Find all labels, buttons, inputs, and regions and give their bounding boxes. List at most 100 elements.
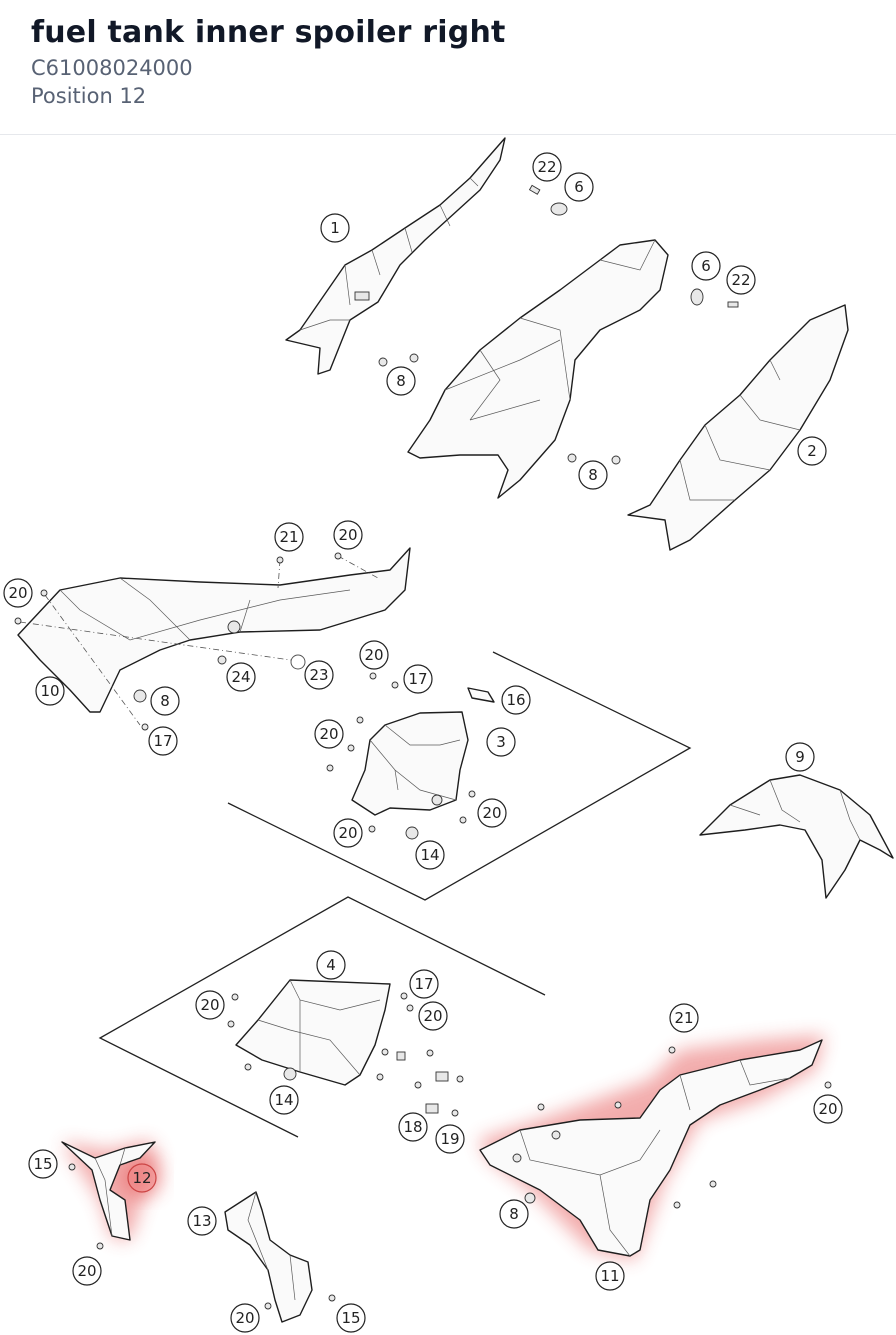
callout-23[interactable]: 23 bbox=[304, 660, 334, 690]
part-4-inner-panel[interactable] bbox=[235, 979, 391, 1086]
svg-text:20: 20 bbox=[338, 526, 357, 544]
svg-text:20: 20 bbox=[77, 1262, 96, 1280]
callout-16[interactable]: 16 bbox=[501, 685, 531, 715]
svg-text:19: 19 bbox=[440, 1130, 459, 1148]
svg-text:17: 17 bbox=[153, 732, 172, 750]
callout-20[interactable]: 20 bbox=[314, 719, 344, 749]
callout-9[interactable]: 9 bbox=[785, 742, 815, 772]
callout-17[interactable]: 17 bbox=[403, 664, 433, 694]
callout-20[interactable]: 20 bbox=[418, 1001, 448, 1031]
small-fasteners-cluster[interactable] bbox=[376, 1048, 464, 1117]
svg-text:16: 16 bbox=[506, 691, 525, 709]
callout-20[interactable]: 20 bbox=[72, 1256, 102, 1286]
svg-text:21: 21 bbox=[279, 528, 298, 546]
callout-20[interactable]: 20 bbox=[813, 1094, 843, 1124]
callout-14[interactable]: 14 bbox=[269, 1085, 299, 1115]
part-13-bracket[interactable] bbox=[224, 1191, 336, 1323]
part-3-inner-cover[interactable] bbox=[351, 687, 495, 840]
part-12-fuel-tank-inner-spoiler-right[interactable] bbox=[61, 1141, 156, 1250]
callout-3[interactable]: 3 bbox=[486, 727, 516, 757]
callout-14[interactable]: 14 bbox=[415, 840, 445, 870]
part-number: C61008024000 bbox=[31, 56, 193, 80]
svg-text:2: 2 bbox=[807, 442, 817, 460]
callout-12-highlighted[interactable]: 12 bbox=[127, 1163, 157, 1193]
callout-6[interactable]: 6 bbox=[564, 172, 594, 202]
callout-1[interactable]: 1 bbox=[320, 213, 350, 243]
callout-17[interactable]: 17 bbox=[148, 726, 178, 756]
callout-8[interactable]: 8 bbox=[386, 366, 416, 396]
svg-text:6: 6 bbox=[701, 257, 711, 275]
callout-6[interactable]: 6 bbox=[691, 251, 721, 281]
svg-text:21: 21 bbox=[674, 1009, 693, 1027]
svg-text:20: 20 bbox=[423, 1007, 442, 1025]
svg-text:10: 10 bbox=[40, 682, 59, 700]
tail-frame-body[interactable] bbox=[407, 239, 669, 499]
callout-20[interactable]: 20 bbox=[333, 520, 363, 550]
callout-8[interactable]: 8 bbox=[150, 686, 180, 716]
svg-text:15: 15 bbox=[341, 1309, 360, 1327]
callout-22[interactable]: 22 bbox=[726, 265, 756, 295]
part-11-fuel-tank-spoiler-left[interactable] bbox=[479, 1039, 823, 1257]
svg-text:8: 8 bbox=[160, 692, 170, 710]
svg-text:4: 4 bbox=[326, 956, 336, 974]
callout-18[interactable]: 18 bbox=[398, 1112, 428, 1142]
svg-text:20: 20 bbox=[200, 996, 219, 1014]
part-title: fuel tank inner spoiler right bbox=[31, 15, 506, 50]
svg-text:8: 8 bbox=[509, 1205, 519, 1223]
svg-text:20: 20 bbox=[364, 646, 383, 664]
callout-21[interactable]: 21 bbox=[669, 1003, 699, 1033]
svg-text:13: 13 bbox=[192, 1212, 211, 1230]
callout-20[interactable]: 20 bbox=[333, 818, 363, 848]
part-1-side-cover-left[interactable] bbox=[285, 137, 506, 375]
svg-text:17: 17 bbox=[408, 670, 427, 688]
callout-4[interactable]: 4 bbox=[316, 950, 346, 980]
svg-text:24: 24 bbox=[231, 668, 250, 686]
misc-bolts[interactable] bbox=[14, 552, 832, 1209]
callout-20[interactable]: 20 bbox=[3, 578, 33, 608]
part-2-side-cover-right[interactable] bbox=[627, 304, 849, 551]
callout-8[interactable]: 8 bbox=[499, 1199, 529, 1229]
screws-and-washers[interactable] bbox=[528, 184, 739, 308]
svg-text:15: 15 bbox=[33, 1155, 52, 1173]
svg-text:20: 20 bbox=[235, 1309, 254, 1327]
callout-24[interactable]: 24 bbox=[226, 662, 256, 692]
part-9-front-fairing[interactable] bbox=[699, 774, 894, 899]
callout-13[interactable]: 13 bbox=[187, 1206, 217, 1236]
callout-22[interactable]: 22 bbox=[532, 152, 562, 182]
svg-text:22: 22 bbox=[731, 271, 750, 289]
part-10-tank-cover[interactable] bbox=[17, 547, 411, 726]
svg-text:20: 20 bbox=[8, 584, 27, 602]
svg-text:14: 14 bbox=[274, 1091, 293, 1109]
svg-text:8: 8 bbox=[588, 466, 598, 484]
grommets-upper[interactable] bbox=[378, 353, 621, 465]
svg-text:20: 20 bbox=[319, 725, 338, 743]
svg-text:9: 9 bbox=[795, 748, 805, 766]
svg-text:6: 6 bbox=[574, 178, 584, 196]
svg-text:23: 23 bbox=[309, 666, 328, 684]
svg-text:22: 22 bbox=[537, 158, 556, 176]
callout-8[interactable]: 8 bbox=[578, 460, 608, 490]
svg-text:20: 20 bbox=[818, 1100, 837, 1118]
callout-11[interactable]: 11 bbox=[595, 1261, 625, 1291]
callout-20[interactable]: 20 bbox=[359, 640, 389, 670]
callout-21[interactable]: 21 bbox=[274, 522, 304, 552]
callout-17[interactable]: 17 bbox=[409, 969, 439, 999]
svg-text:18: 18 bbox=[403, 1118, 422, 1136]
callout-15[interactable]: 15 bbox=[336, 1303, 366, 1333]
exploded-parts-diagram: 1 22 6 6 22 8 2 8 21 20 20 24 23 10 8 17… bbox=[3, 137, 894, 1333]
svg-text:3: 3 bbox=[496, 733, 506, 751]
part-position: Position 12 bbox=[31, 84, 147, 108]
svg-text:17: 17 bbox=[414, 975, 433, 993]
callout-20[interactable]: 20 bbox=[195, 990, 225, 1020]
svg-text:8: 8 bbox=[396, 372, 406, 390]
svg-text:11: 11 bbox=[600, 1267, 619, 1285]
callout-2[interactable]: 2 bbox=[797, 436, 827, 466]
svg-text:20: 20 bbox=[482, 804, 501, 822]
callout-19[interactable]: 19 bbox=[435, 1124, 465, 1154]
callout-10[interactable]: 10 bbox=[35, 676, 65, 706]
callout-20[interactable]: 20 bbox=[230, 1303, 260, 1333]
mounting-frame-box-upper bbox=[227, 651, 692, 901]
part-header: fuel tank inner spoiler right C610080240… bbox=[0, 0, 896, 135]
callout-15[interactable]: 15 bbox=[28, 1149, 58, 1179]
callout-20[interactable]: 20 bbox=[477, 798, 507, 828]
